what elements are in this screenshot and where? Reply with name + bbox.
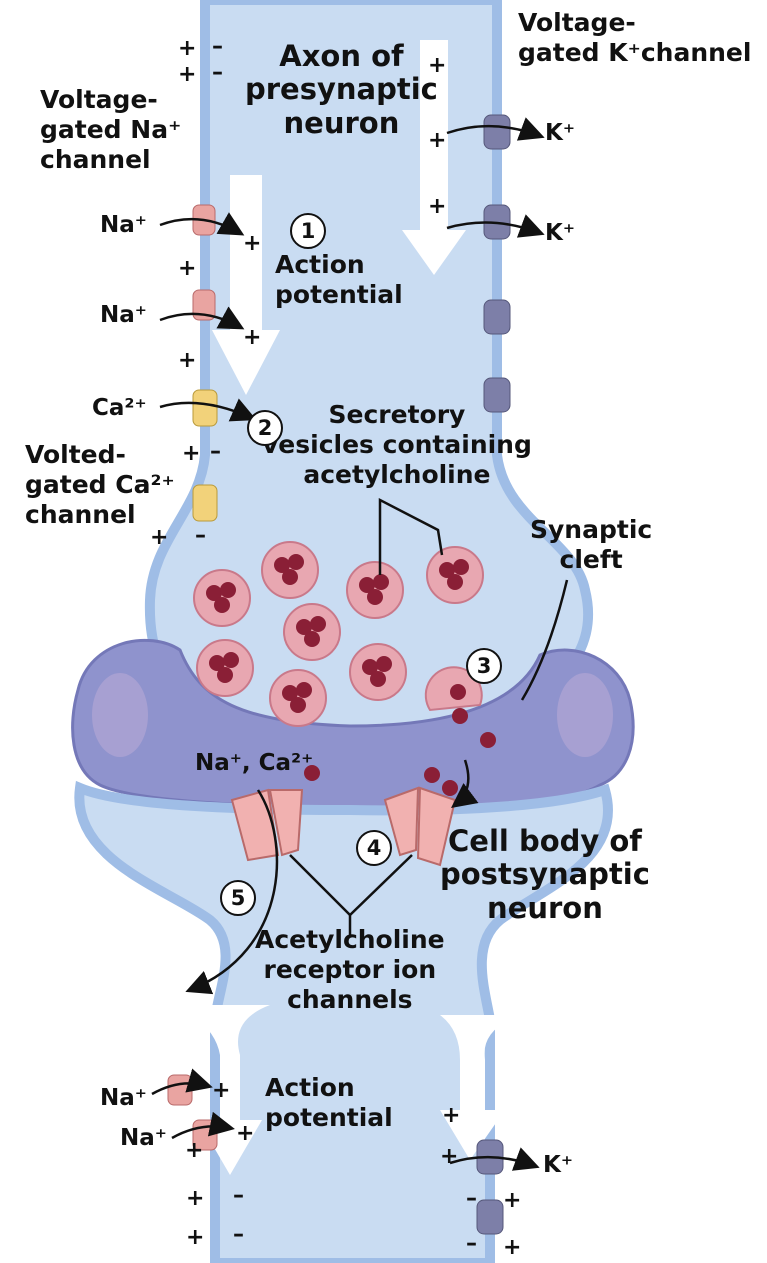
ion-na-4: Na⁺ xyxy=(120,1125,167,1151)
receptors-label: Acetylcholine receptor ion channels xyxy=(255,925,445,1015)
vesicle-3 xyxy=(427,547,483,603)
postsynaptic-label: Cell body of postsynaptic neuron xyxy=(440,825,650,925)
charge-plus: + xyxy=(185,1140,203,1162)
ca-channel-2 xyxy=(193,485,217,521)
charge-plus: + xyxy=(212,1080,230,1102)
charge-plus: + xyxy=(150,527,168,549)
vesicle-4 xyxy=(194,570,250,626)
k-channel-post-2 xyxy=(477,1200,503,1234)
charge-plus: + xyxy=(178,64,196,86)
ion-na-2: Na⁺ xyxy=(100,302,147,328)
ion-na-3: Na⁺ xyxy=(100,1085,147,1111)
vesicle-8 xyxy=(350,644,406,700)
step-marker-4: 4 xyxy=(356,830,392,866)
charge-plus: + xyxy=(243,233,261,255)
acetylcholine-2 xyxy=(442,780,458,796)
vesicle-7 xyxy=(270,670,326,726)
charge-plus: + xyxy=(178,38,196,60)
charge-plus: + xyxy=(428,55,446,77)
charge-plus: + xyxy=(503,1237,521,1259)
ion-k-2: K⁺ xyxy=(545,220,575,246)
ion-ca: Ca²⁺ xyxy=(92,395,147,421)
vesicle-2 xyxy=(347,562,403,618)
charge-plus: + xyxy=(178,350,196,372)
ion-na-1: Na⁺ xyxy=(100,212,147,238)
charge-plus: + xyxy=(428,196,446,218)
charge-minus: – xyxy=(212,62,223,84)
cleft-highlight-left xyxy=(92,673,148,757)
charge-plus: + xyxy=(186,1227,204,1249)
charge-plus: + xyxy=(442,1105,460,1127)
ion-k-1: K⁺ xyxy=(545,120,575,146)
charge-plus: + xyxy=(236,1123,254,1145)
step-marker-3: 3 xyxy=(466,648,502,684)
charge-plus: + xyxy=(182,443,200,465)
charge-plus: + xyxy=(178,258,196,280)
charge-minus: – xyxy=(233,1224,244,1246)
vesicles-label: Secretory vesicles containing acetylchol… xyxy=(262,400,532,490)
ca-channel-label: Volted- gated Ca²⁺ channel xyxy=(25,440,175,530)
ca-channel-1 xyxy=(193,390,217,426)
action-potential-label-bottom: Action potential xyxy=(265,1073,393,1133)
charge-minus: – xyxy=(466,1188,477,1210)
na-channel-label: Voltage- gated Na⁺ channel xyxy=(40,85,181,175)
vesicle-1 xyxy=(262,542,318,598)
charge-plus: + xyxy=(186,1188,204,1210)
na-channel-post-1 xyxy=(168,1075,192,1105)
charge-minus: – xyxy=(212,36,223,58)
acetylcholine-1 xyxy=(480,732,496,748)
charge-plus: + xyxy=(440,1146,458,1168)
synaptic-cleft-label: Synaptic cleft xyxy=(530,515,652,575)
charge-plus: + xyxy=(503,1190,521,1212)
k-channel-label: Voltage- gated K⁺channel xyxy=(518,8,751,68)
step-marker-2: 2 xyxy=(247,410,283,446)
charge-plus: + xyxy=(243,327,261,349)
charge-minus: – xyxy=(233,1185,244,1207)
vesicle-6 xyxy=(197,640,253,696)
ion-na-ca: Na⁺, Ca²⁺ xyxy=(195,750,313,776)
presynaptic-axon-label: Axon of presynaptic neuron xyxy=(245,40,438,140)
charge-minus: – xyxy=(195,525,206,547)
vesicle-5 xyxy=(284,604,340,660)
step-marker-1: 1 xyxy=(290,213,326,249)
acetylcholine-4 xyxy=(424,767,440,783)
k-channel-1 xyxy=(484,115,510,149)
action-potential-label-top: Action potential xyxy=(275,250,403,310)
charge-minus: – xyxy=(466,1233,477,1255)
cleft-highlight-right xyxy=(557,673,613,757)
ion-k-3: K⁺ xyxy=(543,1152,573,1178)
charge-minus: – xyxy=(210,441,221,463)
step-marker-5: 5 xyxy=(220,880,256,916)
k-channel-3 xyxy=(484,300,510,334)
charge-plus: + xyxy=(428,130,446,152)
